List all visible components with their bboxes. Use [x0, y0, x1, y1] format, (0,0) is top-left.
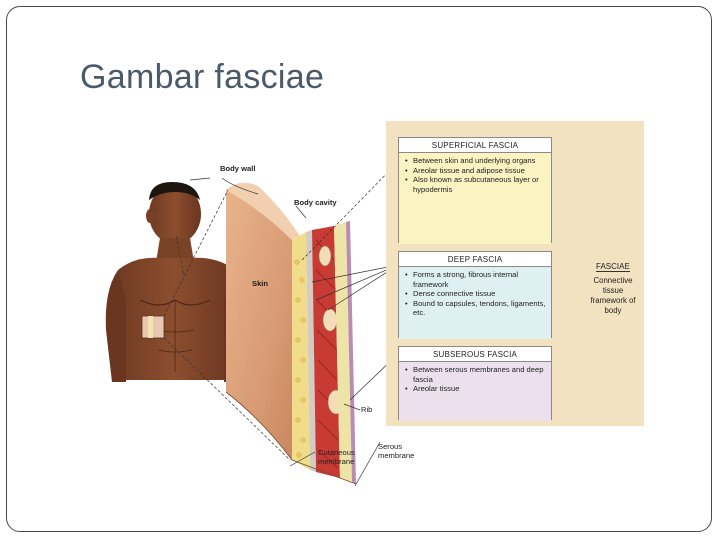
slide-title: Gambar fasciae — [80, 58, 325, 96]
label-body-wall: Body wall — [220, 164, 256, 173]
deep-fascia-title: DEEP FASCIA — [399, 252, 551, 267]
label-cutaneous-membrane: Cutaneous membrane — [318, 448, 355, 466]
human-torso — [105, 182, 245, 382]
fasciae-description: Connective tissue framework of body — [590, 276, 636, 315]
superficial-fascia-title: SUPERFICIAL FASCIA — [399, 138, 551, 153]
list-item: Between skin and underlying organs — [405, 156, 547, 166]
label-serous-membrane: Serous membrane — [378, 442, 415, 460]
deep-fascia-list: Forms a strong, fibrous internal framewo… — [399, 267, 551, 339]
list-item: Forms a strong, fibrous internal framewo… — [405, 270, 547, 289]
subserous-fascia-list: Between serous membranes and deep fascia… — [399, 362, 551, 421]
superficial-fascia-box: SUPERFICIAL FASCIA Between skin and unde… — [398, 137, 552, 244]
list-item: Dense connective tissue — [405, 289, 547, 299]
list-item: Areolar tissue and adipose tissue — [405, 166, 547, 176]
slide-frame — [6, 6, 712, 532]
label-body-cavity: Body cavity — [294, 198, 337, 207]
list-item: Between serous membranes and deep fascia — [405, 365, 547, 384]
list-item: Areolar tissue — [405, 384, 547, 394]
label-rib: Rib — [361, 405, 373, 414]
tissue-slab — [225, 182, 357, 485]
fasciae-title: FASCIAE — [596, 262, 630, 272]
superficial-fascia-list: Between skin and underlying organs Areol… — [399, 153, 551, 244]
list-item: Bound to capsules, tendons, ligaments, e… — [405, 299, 547, 318]
list-item: Also known as subcutaneous layer or hypo… — [405, 175, 547, 194]
deep-fascia-box: DEEP FASCIA Forms a strong, fibrous inte… — [398, 251, 552, 339]
subserous-fascia-title: SUBSEROUS FASCIA — [399, 347, 551, 362]
label-skin: Skin — [252, 279, 269, 288]
subserous-fascia-box: SUBSEROUS FASCIA Between serous membrane… — [398, 346, 552, 421]
